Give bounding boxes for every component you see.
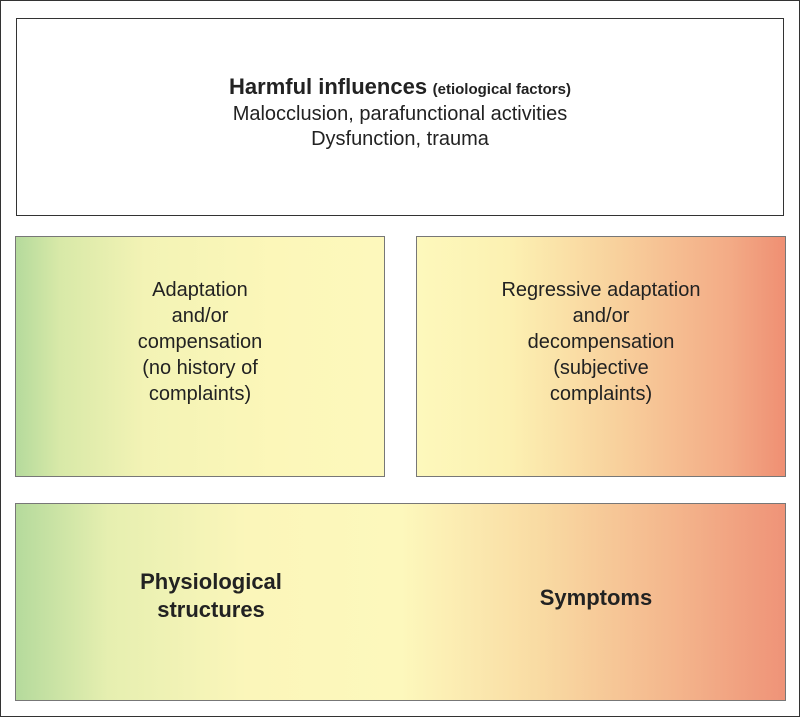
text-line: compensation [137, 330, 263, 353]
text-line: decompensation [527, 330, 675, 353]
harmful-influences-heading: Harmful influences (etiological factors) [229, 74, 571, 102]
text-line: (no history of [142, 356, 258, 379]
text-line: Regressive adaptation [501, 278, 701, 301]
text-line: and/or [171, 304, 229, 327]
symptoms-label: Symptoms [539, 585, 653, 610]
harmful-influences-box: Harmful influences (etiological factors)… [16, 18, 784, 216]
spectrum-box: Physiological structures Symptoms [15, 503, 786, 701]
text-line: complaints) [549, 382, 653, 405]
text-line: complaints) [148, 382, 252, 405]
label-line: Physiological [140, 569, 282, 594]
text-line: and/or [572, 304, 630, 327]
label-line: structures [157, 597, 265, 622]
influences-line-1: Malocclusion, parafunctional activities [232, 103, 568, 125]
influences-line-2: Dysfunction, trauma [311, 128, 489, 150]
heading-title: Harmful influences [229, 74, 428, 99]
physiological-structures-label: Physiological structures [116, 568, 306, 624]
heading-subtitle: (etiological factors) [432, 81, 571, 98]
text-line: (subjective [553, 356, 649, 379]
regressive-adaptation-box: Regressive adaptation and/or decompensat… [416, 236, 786, 477]
text-line: Adaptation [152, 278, 248, 301]
adaptation-box: Adaptation and/or compensation (no histo… [15, 236, 385, 477]
